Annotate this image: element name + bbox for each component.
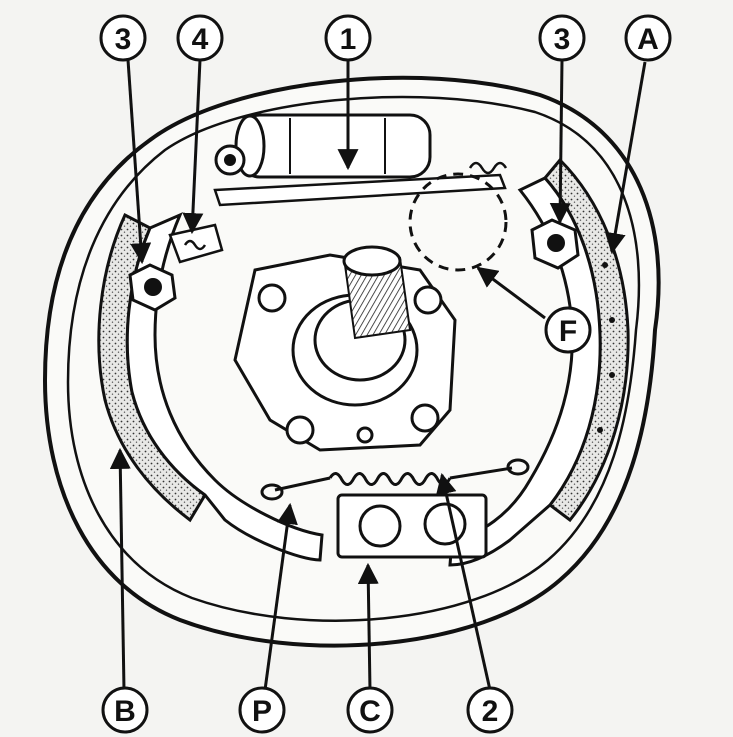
callout-3-left: 3 bbox=[99, 14, 147, 62]
wheel-cylinder bbox=[214, 113, 432, 179]
leader-arrows bbox=[109, 59, 647, 691]
callout-1: 1 bbox=[324, 14, 372, 62]
right-adjuster-nut bbox=[530, 218, 580, 270]
top-strut bbox=[213, 173, 507, 207]
detail-circle-f bbox=[408, 172, 508, 272]
callout-b: B bbox=[101, 686, 149, 734]
callout-c: C bbox=[346, 686, 394, 734]
callout-4: 4 bbox=[176, 14, 224, 62]
svg-text:C: C bbox=[359, 695, 381, 728]
svg-text:B: B bbox=[114, 695, 136, 728]
left-adjuster-nut bbox=[128, 263, 177, 312]
backplate-rim bbox=[66, 95, 641, 622]
callout-a: A bbox=[624, 14, 672, 62]
right-shoe-rivets bbox=[597, 262, 615, 433]
callout-2: 2 bbox=[466, 686, 514, 734]
hub-bolts bbox=[257, 283, 443, 445]
top-spring-coil bbox=[468, 161, 508, 175]
svg-text:F: F bbox=[559, 315, 577, 348]
svg-text:3: 3 bbox=[554, 23, 571, 56]
callout-f: F bbox=[544, 306, 592, 354]
stub-axle bbox=[291, 245, 419, 407]
svg-text:1: 1 bbox=[340, 23, 357, 56]
svg-text:A: A bbox=[637, 23, 659, 56]
svg-text:4: 4 bbox=[192, 23, 209, 56]
svg-text:P: P bbox=[252, 695, 272, 728]
callout-3-right: 3 bbox=[538, 14, 586, 62]
svg-text:2: 2 bbox=[482, 695, 499, 728]
bottom-return-spring bbox=[260, 458, 530, 501]
callout-p: P bbox=[238, 686, 286, 734]
svg-text:3: 3 bbox=[115, 23, 132, 56]
anchor-block bbox=[336, 493, 488, 559]
